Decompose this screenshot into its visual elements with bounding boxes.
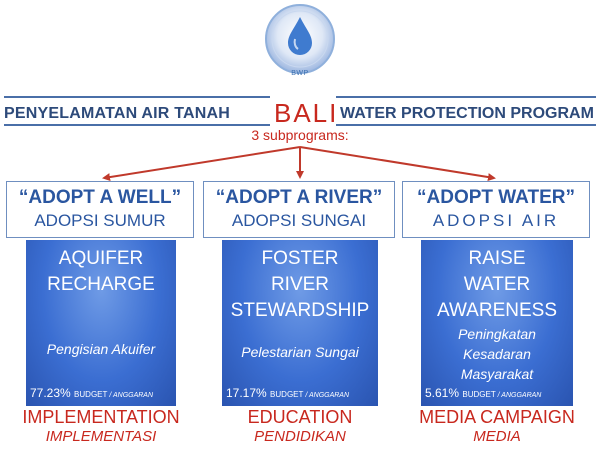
title-english: WATER PROTECTION PROGRAM: [340, 105, 594, 122]
program-category: EDUCATION PENDIDIKAN: [200, 407, 400, 446]
program-panel-foster-river-stewardship: FOSTER RIVER STEWARDSHIP Pelestarian Sun…: [222, 240, 378, 406]
panel-subtitle: Kesadaran: [463, 346, 531, 362]
program-header-adopt-a-well: “ADOPT A WELL” ADOPSI SUMUR: [6, 181, 194, 238]
budget-label-id: ANGGARAN: [308, 392, 350, 399]
budget-label-id: ANGGARAN: [501, 392, 542, 399]
panel-title-line: STEWARDSHIP: [230, 300, 370, 321]
category-en: IMPLEMENTATION: [22, 407, 180, 427]
header-rule-right-bottom: [336, 124, 596, 126]
program-panel-aquifer-recharge: AQUIFER RECHARGE Pengisian Akuifer 77.23…: [26, 240, 176, 406]
budget-label-id: ANGGARAN: [112, 392, 154, 399]
category-id: IMPLEMENTASI: [45, 428, 157, 445]
program-name-id: ADOPSI AIR: [432, 211, 560, 230]
panel-title-line: AWARENESS: [436, 300, 557, 321]
program-panel-raise-water-awareness: RAISE WATER AWARENESS Peningkatan Kesada…: [421, 240, 573, 406]
panel-title-line: AQUIFER: [58, 248, 144, 269]
category-en: MEDIA CAMPAIGN: [419, 407, 575, 427]
panel-subtitle: Pelestarian Sungai: [241, 344, 359, 360]
budget-separator: /: [107, 392, 113, 399]
arrow-left: [102, 146, 301, 182]
program-header-adopt-a-river: “ADOPT A RIVER” ADOPSI SUNGAI: [203, 181, 395, 238]
panel-title-line: WATER: [463, 274, 531, 295]
budget-label: BUDGET: [462, 390, 496, 399]
panel-title-line: RECHARGE: [47, 274, 155, 295]
program-name-en: “ADOPT WATER”: [417, 187, 575, 208]
budget-label: BUDGET: [270, 390, 304, 399]
budget-percent: 17.17%: [226, 386, 267, 400]
panel-title-line: RIVER: [270, 274, 330, 295]
program-category: IMPLEMENTATION IMPLEMENTASI: [4, 407, 198, 446]
logo-caption: BWP: [291, 70, 309, 77]
budget-percent: 5.61%: [425, 386, 460, 400]
panel-title-line: FOSTER: [261, 248, 339, 269]
program-name-en: “ADOPT A RIVER”: [215, 187, 383, 208]
budget-separator: /: [303, 392, 309, 399]
panel-subtitle: Pengisian Akuifer: [46, 341, 156, 357]
program-name-id: ADOPSI SUNGAI: [231, 211, 367, 230]
header-rule-left-bottom: [4, 124, 270, 126]
panel-title-line: RAISE: [468, 248, 526, 269]
water-drop-logo: [265, 4, 335, 74]
header-rule-right-top: [336, 96, 596, 98]
program-name-en: “ADOPT A WELL”: [18, 187, 182, 208]
panel-subtitle: Masyarakat: [460, 366, 534, 382]
budget-share: 77.23% BUDGET / ANGGARAN: [30, 386, 153, 400]
category-id: MEDIA: [473, 428, 521, 445]
budget-label: BUDGET: [74, 390, 108, 399]
title-indonesian: PENYELAMATAN AIR TANAH: [4, 105, 231, 122]
subprograms-label: 3 subprograms:: [251, 127, 349, 143]
panel-subtitle: Peningkatan: [458, 326, 536, 342]
title-bali: BALI: [274, 98, 339, 128]
arrow-right: [299, 146, 496, 182]
program-header-adopt-water: “ADOPT WATER” ADOPSI AIR: [402, 181, 590, 238]
budget-share: 5.61% BUDGET / ANGGARAN: [425, 386, 541, 400]
header-rule-left-top: [4, 96, 270, 98]
budget-share: 17.17% BUDGET / ANGGARAN: [226, 386, 349, 400]
budget-percent: 77.23%: [30, 386, 71, 400]
program-name-id: ADOPSI SUMUR: [34, 211, 166, 230]
program-category: MEDIA CAMPAIGN MEDIA: [400, 407, 594, 446]
category-en: EDUCATION: [247, 407, 353, 427]
category-id: PENDIDIKAN: [254, 428, 346, 445]
budget-separator: /: [495, 392, 502, 399]
